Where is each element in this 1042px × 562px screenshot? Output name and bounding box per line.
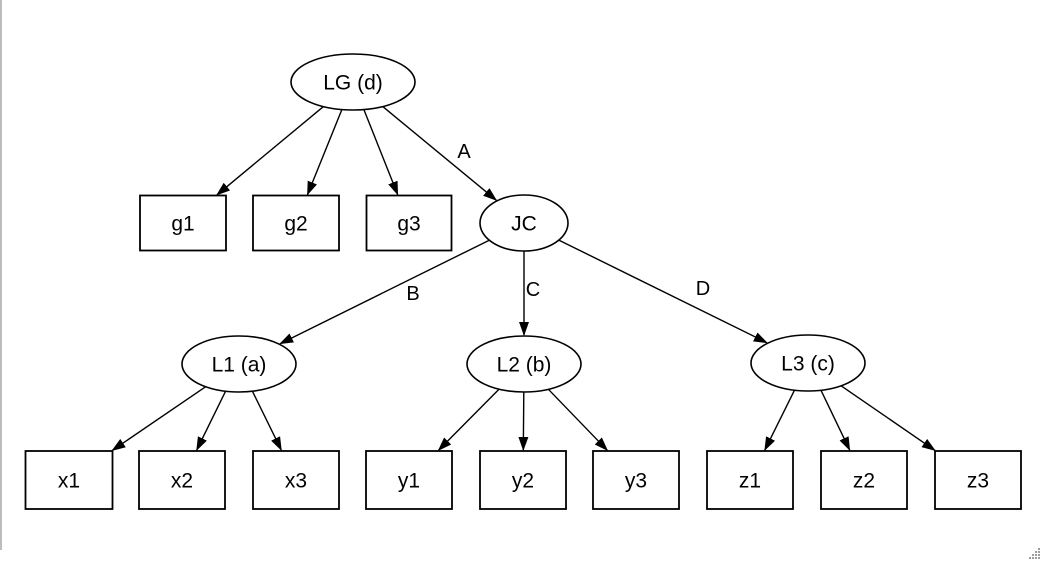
node-label-JC: JC bbox=[511, 213, 537, 236]
node-shape-rect-y1[interactable] bbox=[365, 450, 453, 510]
edge-L2-y3[interactable] bbox=[547, 388, 608, 452]
node-label-y3: y3 bbox=[625, 470, 647, 493]
node-shape-rect-z2[interactable] bbox=[820, 450, 908, 510]
edge-label-D: D bbox=[696, 278, 710, 300]
node-L2[interactable]: L2 (b) bbox=[466, 335, 582, 393]
edge-JC-L1[interactable] bbox=[279, 239, 490, 345]
node-shape-rect-x1[interactable] bbox=[24, 450, 114, 510]
node-g1[interactable]: g1 bbox=[139, 194, 227, 252]
node-shape-rect-z1[interactable] bbox=[706, 450, 794, 510]
node-label-x2: x2 bbox=[171, 470, 193, 493]
node-z2[interactable]: z2 bbox=[820, 450, 908, 510]
resize-grip-dot bbox=[1032, 554, 1034, 556]
node-shape-rect-x2[interactable] bbox=[138, 450, 226, 510]
resize-grip-dot bbox=[1038, 554, 1040, 556]
node-shape-rect-x3[interactable] bbox=[252, 450, 340, 510]
edge-LG-JC[interactable] bbox=[382, 106, 498, 201]
node-LG[interactable]: LG (d) bbox=[290, 53, 416, 111]
resize-grip-dot bbox=[1035, 554, 1037, 556]
node-label-LG: LG (d) bbox=[323, 72, 383, 95]
window-left-border bbox=[0, 0, 2, 550]
node-x2[interactable]: x2 bbox=[138, 450, 226, 510]
node-shape-ellipse-LG[interactable] bbox=[290, 53, 416, 111]
node-shape-rect-y3[interactable] bbox=[592, 450, 680, 510]
edge-L3-z2[interactable] bbox=[820, 389, 851, 452]
edge-LG-g2[interactable] bbox=[306, 109, 343, 196]
node-JC[interactable]: JC bbox=[479, 194, 569, 252]
edge-LG-g3[interactable] bbox=[363, 109, 399, 196]
resize-grip-dot bbox=[1038, 548, 1040, 550]
edge-label-C: C bbox=[526, 279, 540, 301]
node-shape-rect-y2[interactable] bbox=[479, 450, 567, 510]
node-label-L3: L3 (c) bbox=[781, 353, 835, 376]
node-shape-ellipse-L1[interactable] bbox=[181, 335, 297, 393]
edge-L1-x2[interactable] bbox=[196, 390, 227, 451]
node-label-z1: z1 bbox=[739, 470, 761, 493]
edge-L3-z1[interactable] bbox=[764, 389, 796, 451]
node-label-L2: L2 (b) bbox=[497, 354, 552, 377]
node-label-g3: g3 bbox=[397, 213, 420, 236]
node-label-y2: y2 bbox=[512, 470, 534, 493]
node-y2[interactable]: y2 bbox=[479, 450, 567, 510]
node-L1[interactable]: L1 (a) bbox=[181, 335, 297, 393]
edge-L3-z3[interactable] bbox=[840, 385, 936, 451]
node-label-z3: z3 bbox=[967, 470, 989, 493]
edge-label-A: A bbox=[457, 141, 471, 163]
node-shape-ellipse-JC[interactable] bbox=[479, 194, 569, 252]
resize-grip-dot bbox=[1035, 551, 1037, 553]
edge-JC-L3[interactable] bbox=[558, 239, 768, 344]
node-y3[interactable]: y3 bbox=[592, 450, 680, 510]
node-x1[interactable]: x1 bbox=[24, 450, 114, 510]
node-label-x3: x3 bbox=[285, 470, 307, 493]
node-shape-ellipse-L2[interactable] bbox=[466, 335, 582, 393]
node-x3[interactable]: x3 bbox=[252, 450, 340, 510]
edge-L2-y1[interactable] bbox=[437, 388, 500, 452]
node-z3[interactable]: z3 bbox=[934, 450, 1022, 510]
node-shape-rect-g1[interactable] bbox=[139, 194, 227, 252]
node-label-z2: z2 bbox=[853, 470, 875, 493]
resize-grip-dot bbox=[1029, 557, 1031, 559]
node-label-g1: g1 bbox=[171, 213, 194, 236]
node-label-x1: x1 bbox=[58, 470, 80, 493]
edge-LG-g1[interactable] bbox=[216, 106, 324, 196]
node-g2[interactable]: g2 bbox=[252, 194, 340, 252]
resize-grip-dot bbox=[1035, 557, 1037, 559]
node-L3[interactable]: L3 (c) bbox=[750, 334, 866, 392]
resize-grip-dot bbox=[1038, 557, 1040, 559]
edge-label-B: B bbox=[406, 283, 419, 305]
node-shape-rect-g3[interactable] bbox=[365, 194, 453, 252]
node-shape-ellipse-L3[interactable] bbox=[750, 334, 866, 392]
node-shape-rect-g2[interactable] bbox=[252, 194, 340, 252]
node-shape-rect-z3[interactable] bbox=[934, 450, 1022, 510]
node-label-y1: y1 bbox=[398, 470, 420, 493]
edge-L2-y2[interactable] bbox=[518, 391, 529, 451]
node-label-L1: L1 (a) bbox=[212, 354, 267, 377]
edge-L1-x3[interactable] bbox=[251, 390, 282, 451]
edge-L1-x1[interactable] bbox=[111, 386, 207, 451]
resize-grip-icon[interactable] bbox=[1029, 548, 1041, 560]
resize-grip-dot bbox=[1038, 551, 1040, 553]
node-g3[interactable]: g3 bbox=[365, 194, 453, 252]
node-z1[interactable]: z1 bbox=[706, 450, 794, 510]
resize-grip-dot bbox=[1032, 557, 1034, 559]
node-label-g2: g2 bbox=[284, 213, 307, 236]
node-y1[interactable]: y1 bbox=[365, 450, 453, 510]
